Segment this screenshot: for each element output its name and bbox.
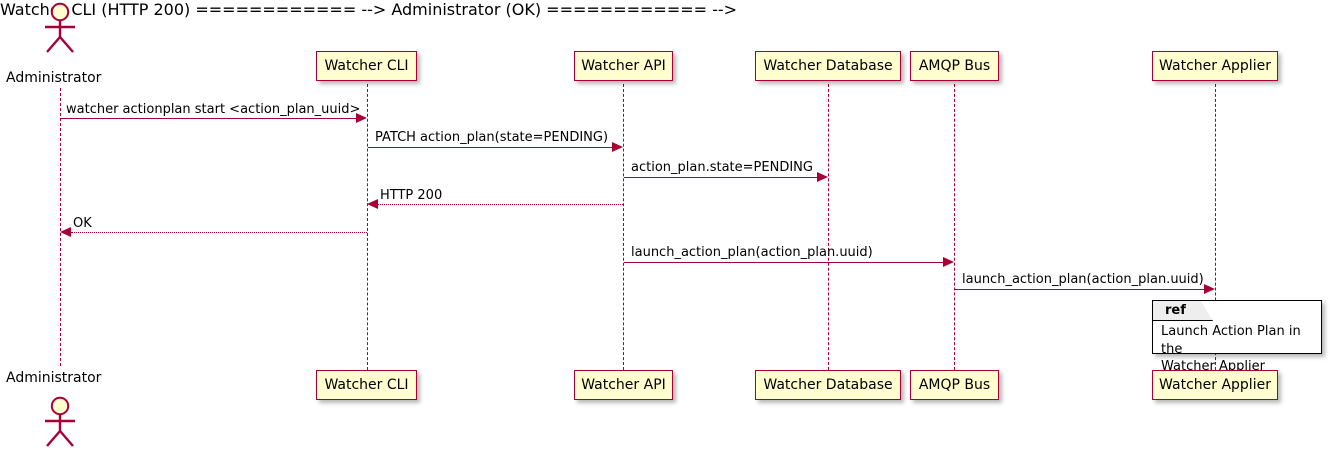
message-arrowhead-1 — [356, 113, 367, 123]
participant-label-watcher-api-bottom: Watcher API — [581, 377, 666, 393]
message-arrowhead-5 — [60, 227, 71, 237]
message-arrowhead-4 — [367, 199, 378, 209]
message-line-6 — [624, 262, 943, 263]
message-label-7: launch_action_plan(action_plan.uuid) — [962, 272, 1204, 287]
participant-label-watcher-database-top: Watcher Database — [763, 58, 893, 74]
participant-label-amqp-bus-top: AMQP Bus — [918, 58, 991, 74]
participant-watcher-api-bottom[interactable]: Watcher API — [574, 370, 673, 400]
lifeline-watcher-cli — [367, 84, 368, 370]
actor-administrator-bottom — [38, 396, 82, 448]
message-arrowhead-7 — [1204, 284, 1215, 294]
message-line-1 — [61, 118, 356, 119]
actor-label-administrator-bottom: Administrator — [6, 370, 102, 386]
message-line-7 — [955, 289, 1204, 290]
message-label-2: PATCH action_plan(state=PENDING) — [375, 130, 609, 145]
lifeline-watcher-database — [828, 84, 829, 370]
participant-amqp-bus-top[interactable]: AMQP Bus — [910, 51, 999, 81]
lifeline-watcher-api — [623, 84, 624, 370]
participant-watcher-applier-bottom[interactable]: Watcher Applier — [1152, 370, 1278, 400]
participant-label-watcher-applier-top: Watcher Applier — [1159, 58, 1271, 74]
ref-fragment-launch-action-plan: ref Launch Action Plan in the Watcher Ap… — [1152, 300, 1322, 374]
participant-amqp-bus-bottom[interactable]: AMQP Bus — [910, 370, 999, 400]
participant-watcher-database-top[interactable]: Watcher Database — [755, 51, 901, 81]
message-arrowhead-6 — [943, 257, 954, 267]
participant-label-amqp-bus-bottom: AMQP Bus — [918, 377, 991, 393]
participant-watcher-cli-top[interactable]: Watcher CLI — [316, 51, 417, 81]
message-line-2 — [368, 147, 612, 148]
participant-label-watcher-database-bottom: Watcher Database — [763, 377, 893, 393]
message-arrowhead-3 — [817, 172, 828, 182]
lifeline-amqp-bus — [954, 84, 955, 370]
participant-label-watcher-cli-bottom: Watcher CLI — [324, 377, 409, 393]
message-label-4: HTTP 200 — [380, 188, 443, 203]
stick-figure-icon — [45, 396, 75, 447]
ref-fragment-body-line-1: Launch Action Plan in the — [1161, 324, 1301, 357]
ref-fragment-tab: ref — [1153, 301, 1213, 321]
lifeline-watcher-applier — [1215, 84, 1216, 370]
message-label-5: OK — [73, 216, 92, 231]
message-line-5 — [71, 232, 367, 233]
stick-figure-icon — [45, 2, 75, 53]
participant-watcher-applier-top[interactable]: Watcher Applier — [1152, 51, 1278, 81]
message-label-3: action_plan.state=PENDING — [631, 160, 813, 175]
actor-label-administrator-top: Administrator — [6, 70, 102, 86]
participant-watcher-api-top[interactable]: Watcher API — [574, 51, 673, 81]
participant-label-watcher-api-top: Watcher API — [581, 58, 666, 74]
actor-administrator-top — [38, 2, 82, 54]
participant-watcher-database-bottom[interactable]: Watcher Database — [755, 370, 901, 400]
message-line-3 — [624, 177, 817, 178]
message-label-6: launch_action_plan(action_plan.uuid) — [631, 245, 873, 260]
participant-watcher-cli-bottom[interactable]: Watcher CLI — [316, 370, 417, 400]
participant-label-watcher-applier-bottom: Watcher Applier — [1159, 377, 1271, 393]
participant-label-watcher-cli-top: Watcher CLI — [324, 58, 409, 74]
ref-fragment-body: Launch Action Plan in the Watcher Applie… — [1161, 323, 1315, 376]
message-line-4 — [378, 204, 623, 205]
message-label-1: watcher actionplan start <action_plan_uu… — [66, 102, 361, 117]
message-arrowhead-2 — [612, 142, 623, 152]
